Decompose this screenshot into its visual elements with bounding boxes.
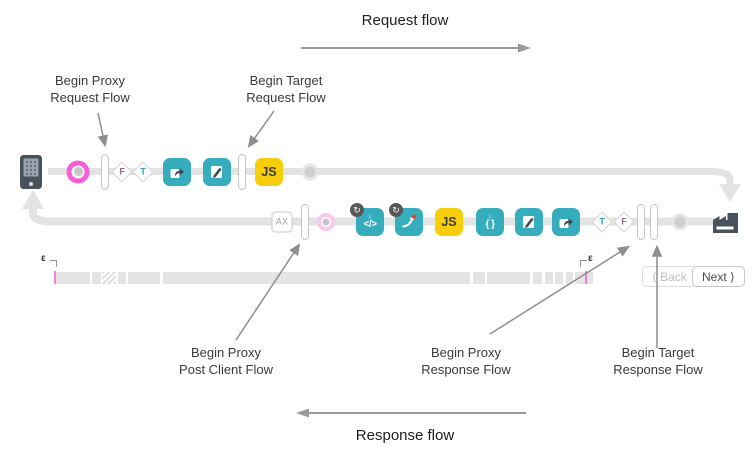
timeline-segment[interactable] — [473, 272, 485, 284]
epsilon-bracket-left — [50, 260, 57, 267]
label-line: Request Flow — [246, 90, 326, 106]
factory-icon — [713, 212, 738, 233]
label-line: Request Flow — [50, 90, 130, 106]
timeline-segment-hatched[interactable] — [102, 272, 116, 284]
timeline-segment[interactable] — [92, 272, 101, 284]
label-line: Begin Target — [621, 345, 695, 360]
label-line: Begin Proxy — [54, 73, 126, 88]
timeline-cursor-tick[interactable] — [54, 271, 56, 284]
label-line: Begin Target — [249, 73, 323, 88]
response-flow-label: Response flow — [355, 427, 455, 444]
label-line: Response Flow — [613, 362, 703, 378]
smartphone-icon — [20, 154, 42, 189]
epsilon-left-label: ε — [41, 253, 46, 264]
timeline-segment[interactable] — [118, 272, 126, 284]
target-backend-icon[interactable] — [711, 208, 741, 236]
label-line: Begin Proxy — [430, 345, 502, 360]
next-button[interactable]: Next ⟩ — [692, 266, 745, 287]
client-device-icon[interactable] — [19, 154, 43, 190]
label-line: Post Client Flow — [179, 362, 273, 378]
label-line: Response Flow — [421, 362, 511, 378]
request-flow-label: Request flow — [361, 12, 449, 29]
timeline-segment[interactable] — [128, 272, 160, 284]
label-line: Begin Proxy — [190, 345, 262, 360]
back-button[interactable]: ⟨ Back — [642, 266, 697, 287]
timeline-segment[interactable] — [55, 272, 90, 284]
